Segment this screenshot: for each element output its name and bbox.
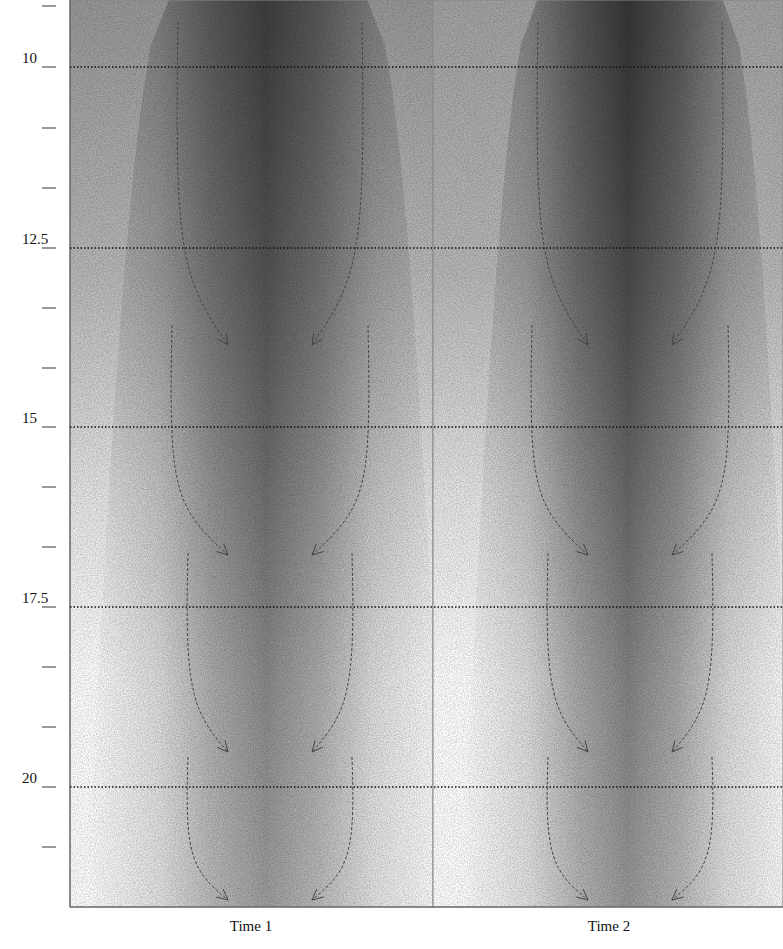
flow-arrow	[537, 22, 588, 345]
panel-caption: Time 1	[230, 918, 272, 935]
flow-arrow	[187, 553, 228, 752]
reference-line	[70, 426, 783, 427]
arrowhead	[672, 544, 683, 555]
flow-arrow	[312, 22, 363, 345]
arrowhead	[312, 333, 322, 345]
axis-label: 12.5	[22, 231, 48, 248]
grain	[70, 0, 433, 907]
flow-arrow	[177, 22, 228, 345]
reference-line	[70, 247, 783, 248]
flow-arrow	[547, 757, 588, 900]
arrowhead	[218, 333, 228, 345]
flow-arrow	[672, 757, 713, 900]
flow-arrow	[187, 757, 228, 900]
flow-arrow	[547, 553, 588, 752]
axis-label: 17.5	[22, 590, 48, 607]
arrowhead	[217, 740, 228, 752]
flow-arrow	[312, 757, 353, 900]
arrowhead	[217, 544, 228, 555]
axis	[42, 0, 783, 907]
reference-line	[70, 786, 783, 787]
flow-arrow	[672, 325, 729, 555]
image-panel	[433, 0, 783, 907]
arrowhead	[672, 889, 684, 900]
arrowhead	[312, 740, 323, 752]
flow-arrow	[171, 325, 228, 555]
arrowhead	[216, 889, 228, 900]
axis-label: 10	[22, 50, 37, 67]
arrowhead	[672, 333, 682, 345]
axis-label: 15	[22, 410, 37, 427]
arrowhead	[578, 333, 588, 345]
flow-arrow	[672, 553, 713, 752]
arrowhead	[577, 740, 588, 752]
panel-caption: Time 2	[588, 918, 630, 935]
image-panel	[70, 0, 445, 907]
flow-arrow	[672, 22, 723, 345]
arrowhead	[576, 889, 588, 900]
grain	[433, 0, 783, 907]
flow-arrow	[312, 553, 353, 752]
flow-arrow	[531, 325, 588, 555]
reference-line	[70, 606, 783, 607]
axis-label: 20	[22, 770, 37, 787]
arrowhead	[577, 544, 588, 555]
flow-arrow	[312, 325, 369, 555]
arrowhead	[672, 740, 683, 752]
arrowhead	[312, 544, 323, 555]
arrowhead	[312, 889, 324, 900]
